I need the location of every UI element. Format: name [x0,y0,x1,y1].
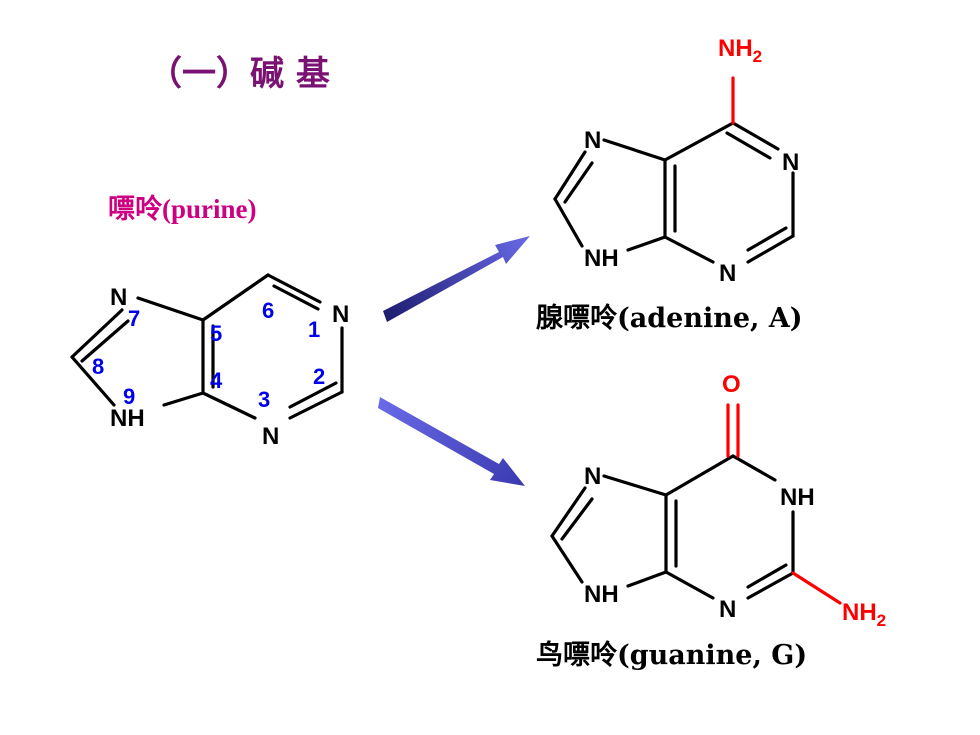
ring-number-9: 9 [123,384,135,409]
arrow-to-guanine [378,397,525,486]
adenine-atom-n9: NH [584,245,619,272]
purine-structure [70,273,344,420]
ring-number-4: 4 [210,368,223,393]
arrow-to-adenine [383,236,530,322]
adenine-atom-n3: N [719,260,736,287]
guanine-atom-n1: NH [780,484,815,511]
guanine-amino-bond [791,571,842,605]
purine-atom-n3: N [262,423,279,450]
guanine-atom-o: O [722,371,741,398]
adenine-label: 腺嘌呤(adenine, A) [535,302,803,334]
ring-number-5: 5 [210,321,222,346]
ring-number-6: 6 [262,298,274,323]
ring-number-3: 3 [258,387,270,412]
guanine-atom-n3: N [719,596,736,623]
ring-number-7: 7 [128,306,140,331]
adenine-structure [553,121,795,264]
subscript-digit: 2 [753,47,762,66]
purine-atom-n7: N [110,284,127,311]
adenine-atom-nh2: NH2 [718,35,762,66]
guanine-atom-nh2: NH2 [842,599,886,630]
adenine-atom-n7: N [584,127,601,154]
purine-label: 嘌呤(purine) [108,193,257,224]
ring-number-8: 8 [92,354,104,379]
ring-number-2: 2 [313,364,325,389]
guanine-atom-n9: NH [584,581,619,608]
guanine-structure [550,454,795,600]
adenine-nh2-text: NH2 [718,35,762,66]
purine-atom-n9: NH [110,405,145,432]
guanine-label: 鸟嘌呤(guanine, G) [536,639,807,671]
guanine-atom-n7: N [584,463,601,490]
guanine-carbonyl [726,403,740,458]
page-title: （一）碱 基 [148,54,330,94]
purine-atom-n1: N [332,301,349,328]
adenine-atom-n1: N [782,149,799,176]
ring-number-1: 1 [308,317,320,342]
subscript-digit: 2 [877,611,886,630]
